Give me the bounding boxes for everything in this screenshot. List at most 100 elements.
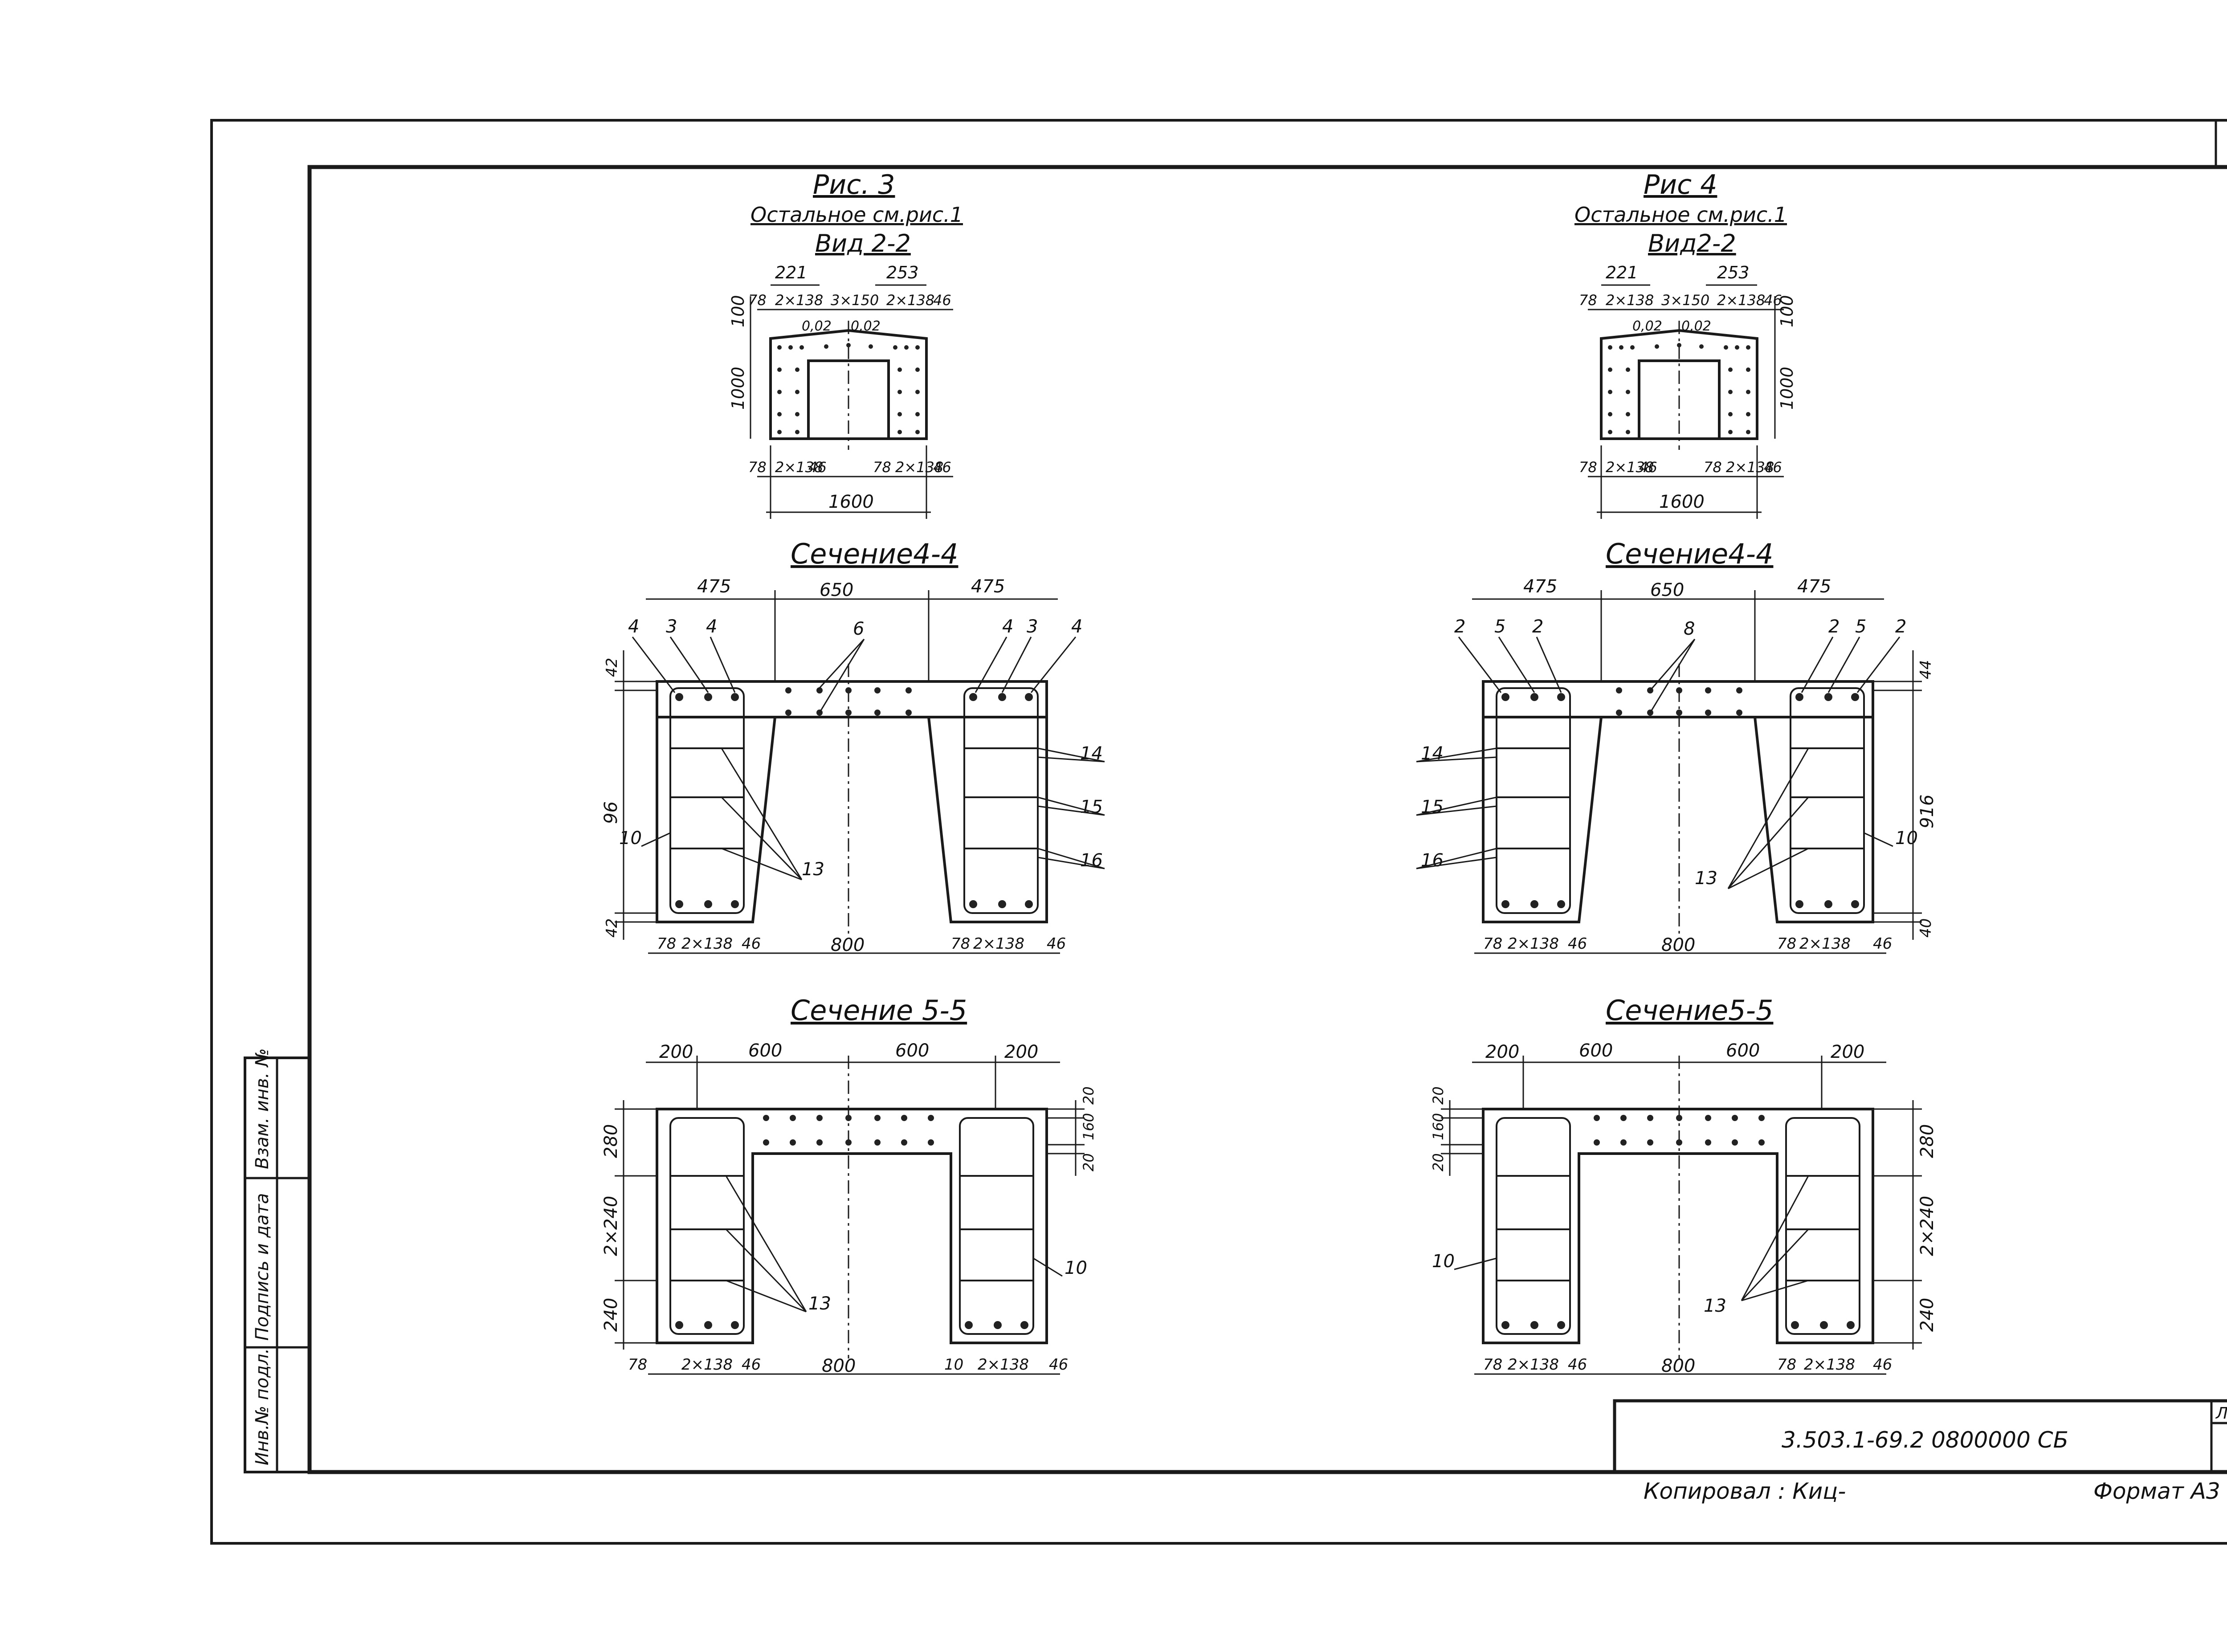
sec44l-callout-10: 10 bbox=[619, 828, 642, 848]
fig3-bdim-46a: 46 bbox=[808, 459, 827, 476]
fig3-dim-2x138b: 2×138 bbox=[886, 292, 934, 309]
sec55r-rdim-280: 280 bbox=[1917, 1124, 1937, 1158]
sec44r-rdim-916: 916 bbox=[1917, 795, 1937, 828]
sec44r-callout-8: 8 bbox=[1684, 619, 1695, 639]
sec55r-dim-600b: 600 bbox=[1726, 1040, 1760, 1061]
stamp-podpis: Подпись и дата bbox=[252, 1193, 273, 1341]
sec55r-dim-200a: 200 bbox=[1485, 1042, 1519, 1062]
sec44r-bdim-800: 800 bbox=[1661, 935, 1695, 955]
fig3: Рис. 3 Остальное см.рис.1 Вид 2-2 221 25… bbox=[728, 169, 963, 519]
fig4-dim-2x138a: 2×138 bbox=[1606, 292, 1654, 309]
fig4-slope-b: 0,02 bbox=[1681, 318, 1711, 334]
sec55r-bdim-2x138a: 2×138 bbox=[1508, 1356, 1559, 1374]
sec44l-callout-3b: 3 bbox=[1027, 616, 1038, 637]
sec55l-callout-10: 10 bbox=[1065, 1258, 1087, 1278]
fig4-note: Остальное см.рис.1 bbox=[1574, 203, 1787, 227]
sec44r-bdim-2x138b: 2×138 bbox=[1799, 935, 1851, 953]
sec55l-bdim-78: 78 bbox=[628, 1356, 647, 1374]
fig3-dim-2x138a: 2×138 bbox=[775, 292, 823, 309]
sec55r-bdim-46b: 46 bbox=[1873, 1356, 1892, 1374]
fig4-dim-2x138b: 2×138 bbox=[1717, 292, 1765, 309]
sec44l-ldim-42a: 42 bbox=[603, 658, 621, 677]
drawing-designation: 3.503.1-69.2 0800000 СБ bbox=[1782, 1427, 2068, 1453]
sec44l-callout-13: 13 bbox=[802, 859, 824, 880]
sec55r-callout-10: 10 bbox=[1432, 1251, 1455, 1272]
footer-format: Формат А3 bbox=[2093, 1478, 2220, 1504]
fig4-dim-3x150: 3×150 bbox=[1661, 292, 1709, 309]
sec44r-callout-2a: 2 bbox=[1454, 616, 1465, 637]
sec44l-callout-4d: 4 bbox=[1071, 616, 1082, 637]
sec44r-callout-5b: 5 bbox=[1855, 616, 1866, 637]
sec55r-bdim-800: 800 bbox=[1661, 1356, 1695, 1376]
sec55l-rdim-160: 160 bbox=[1080, 1113, 1097, 1140]
sec55r-ldim-20b: 20 bbox=[1430, 1153, 1447, 1171]
stamp-vzam: Взам. инв. № bbox=[252, 1048, 273, 1169]
stamp-inv-podl: Инв.№ подл. bbox=[252, 1348, 273, 1465]
section-4-4-right: Сечение4-4 475 650 475 2 5 2 8 2 5 2 bbox=[1416, 538, 1937, 955]
fig3-bdim-2x138a: 2×138 bbox=[775, 459, 823, 476]
fig3-bdim-78a: 78 bbox=[748, 459, 767, 476]
sec44r-callout-2b: 2 bbox=[1532, 616, 1543, 637]
sec44r-callout-5a: 5 bbox=[1494, 616, 1505, 637]
fig4-bdim-46b: 46 bbox=[1764, 459, 1782, 476]
sec55l-bdim-10: 10 bbox=[944, 1356, 963, 1374]
sec55r-rdim-240: 240 bbox=[1917, 1298, 1937, 1332]
sec44l-callout-6: 6 bbox=[853, 619, 864, 639]
fig3-dim-3x150: 3×150 bbox=[831, 292, 879, 309]
sec55l-bdim-2x138a: 2×138 bbox=[681, 1356, 733, 1374]
sec55r-callout-13: 13 bbox=[1704, 1296, 1726, 1316]
section-4-4-left: Сечение4-4 475 650 475 4 3 4 6 4 bbox=[601, 538, 1105, 955]
sec44l-bdim-2x138a: 2×138 bbox=[681, 935, 733, 953]
sec55l-ldim-2x240: 2×240 bbox=[601, 1196, 621, 1256]
sec44l-callout-3a: 3 bbox=[666, 616, 677, 637]
sec44r-callout-13: 13 bbox=[1695, 868, 1717, 889]
fig4-dim-221: 221 bbox=[1606, 263, 1638, 282]
inner-frame bbox=[307, 165, 2227, 1474]
sec44l-dim-475a: 475 bbox=[697, 576, 731, 597]
sec44r-dim-475a: 475 bbox=[1523, 576, 1557, 597]
sheet-label: Лист bbox=[2215, 1404, 2227, 1423]
sec55l-bdim-46b: 46 bbox=[1049, 1356, 1068, 1374]
fig4-title: Рис 4 bbox=[1644, 169, 1717, 200]
fig3-dim-221: 221 bbox=[775, 263, 808, 282]
sec55l-rdim-20a: 20 bbox=[1080, 1086, 1097, 1105]
section-5-5-left: Сечение 5-5 200 600 600 200 280 2×240 24… bbox=[601, 994, 1097, 1376]
sec44l-dim-475b: 475 bbox=[971, 576, 1005, 597]
fig3-dim-1000: 1000 bbox=[728, 367, 748, 410]
fig4-bdim-2x138b: 2×138 bbox=[1726, 459, 1774, 476]
fig4-dim-78: 78 bbox=[1579, 292, 1597, 309]
sec55r-dim-200b: 200 bbox=[1831, 1042, 1864, 1062]
fig3-note: Остальное см.рис.1 bbox=[750, 203, 963, 227]
section-5-5-right: Сечение5-5 200 600 600 200 20 160 20 bbox=[1430, 994, 1937, 1376]
fig3-bdim-2x138b: 2×138 bbox=[895, 459, 943, 476]
sec44l-bdim-46a: 46 bbox=[742, 935, 761, 953]
sec44r-title: Сечение4-4 bbox=[1606, 538, 1773, 570]
sec55r-ldim-20a: 20 bbox=[1430, 1086, 1447, 1105]
sec55r-bdim-2x138b: 2×138 bbox=[1804, 1356, 1855, 1374]
sec44l-ldim-42b: 42 bbox=[603, 918, 621, 938]
sec55r-rdim-2x240: 2×240 bbox=[1917, 1196, 1937, 1256]
sec44r-dim-650: 650 bbox=[1650, 580, 1684, 600]
fig4-bdim-78b: 78 bbox=[1704, 459, 1722, 476]
sec44l-dim-650: 650 bbox=[820, 580, 853, 600]
sec55l-rdim-20b: 20 bbox=[1080, 1153, 1097, 1171]
sec44r-callout-10: 10 bbox=[1895, 828, 1918, 848]
fig3-overall: 1600 bbox=[828, 492, 874, 512]
sec55r-bdim-78b: 78 bbox=[1777, 1356, 1796, 1374]
sec55l-dim-600b: 600 bbox=[895, 1040, 929, 1061]
sec55r-dim-600a: 600 bbox=[1579, 1040, 1613, 1061]
sec55l-bdim-2x138b: 2×138 bbox=[978, 1356, 1029, 1374]
outer-frame bbox=[210, 119, 2227, 1545]
sec44l-callout-4c: 4 bbox=[1002, 616, 1013, 637]
sec44l-bdim-46b: 46 bbox=[1047, 935, 1066, 953]
sec44l-bdim-800: 800 bbox=[831, 935, 865, 955]
sec55l-ldim-240: 240 bbox=[601, 1298, 621, 1332]
sec55r-bdim-46a: 46 bbox=[1568, 1356, 1587, 1374]
fig4-dim-46: 46 bbox=[1764, 292, 1782, 309]
sec44r-callout-2d: 2 bbox=[1895, 616, 1906, 637]
fig4-slope-a: 0,02 bbox=[1632, 318, 1662, 334]
sec44r-bdim-78a: 78 bbox=[1483, 935, 1502, 953]
sec55l-bdim-800: 800 bbox=[822, 1356, 856, 1376]
sec55r-title: Сечение5-5 bbox=[1606, 994, 1773, 1027]
